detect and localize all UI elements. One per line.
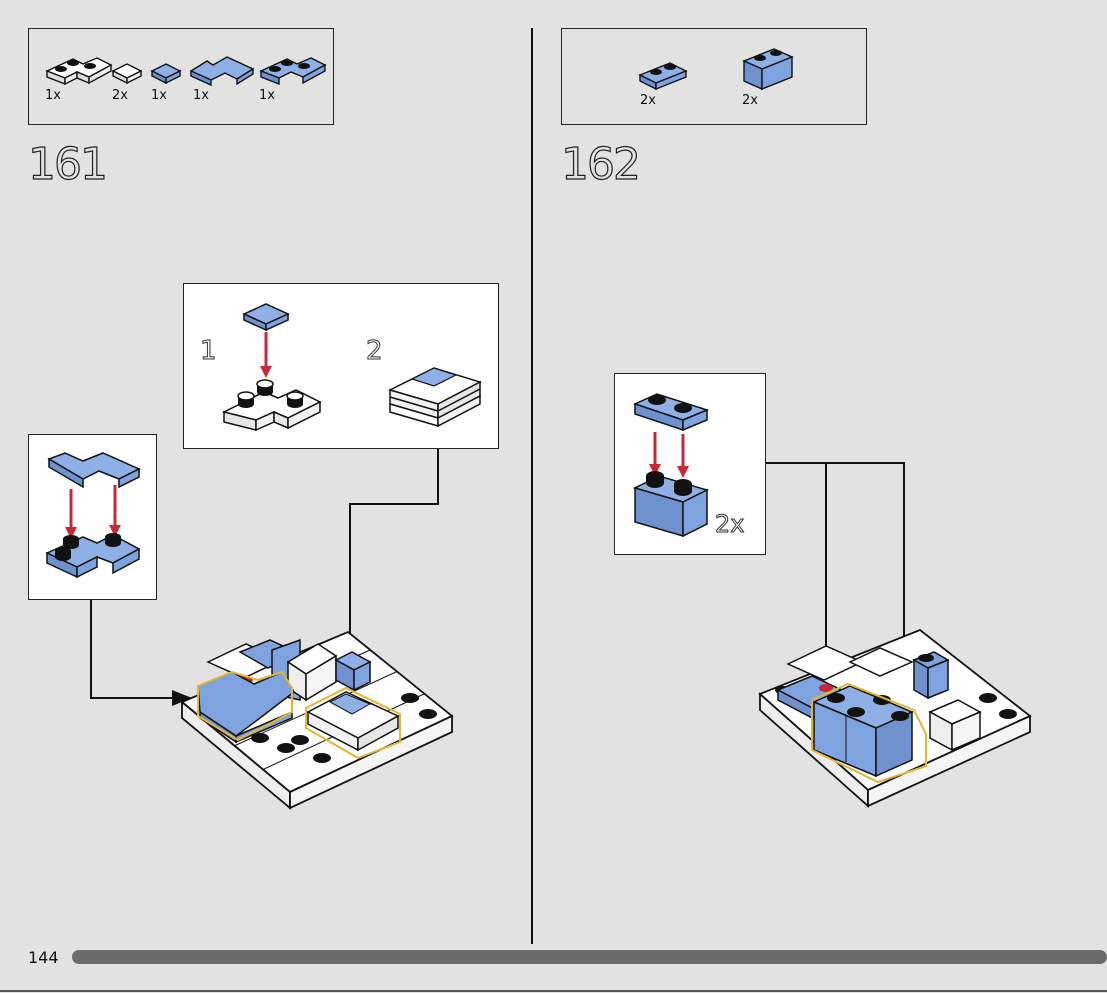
model-assembly-161	[0, 0, 531, 945]
model-assembly-162	[531, 0, 1107, 945]
progress-bar	[72, 950, 1107, 964]
bottom-rule	[0, 990, 1107, 992]
page-number: 144	[28, 948, 59, 967]
